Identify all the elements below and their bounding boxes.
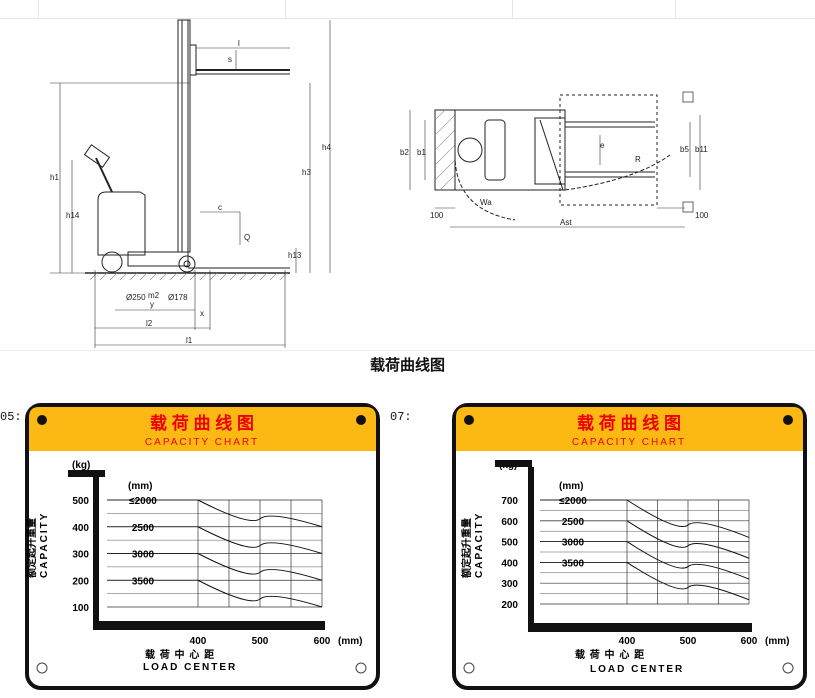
dim-Q: Q [244, 233, 250, 242]
x-tick-label: 500 [252, 636, 269, 647]
dim-h13: h13 [288, 251, 302, 260]
dim-b5: b5 [680, 145, 689, 154]
dim-Ast: Ast [560, 218, 572, 227]
chart-title-en: CAPACITY CHART [145, 437, 259, 448]
mounting-hole [355, 662, 367, 674]
y-tick-label: 300 [501, 579, 518, 590]
capacity-curve [626, 499, 750, 538]
dim-h3: h3 [302, 168, 311, 177]
dim-b11: b11 [695, 145, 708, 154]
dim-x: x [200, 309, 204, 318]
dim-l1: l1 [186, 336, 193, 345]
x-label-en: LOAD CENTER [590, 664, 684, 675]
x-tick-label: 500 [680, 636, 697, 647]
y-label-en: CAPACITY [39, 512, 50, 578]
x-label-cn: 载 荷 中 心 距 [575, 648, 645, 661]
dim-s: s [228, 55, 232, 64]
lift-height-label: 2500 [562, 517, 585, 528]
capacity-curve [626, 520, 750, 559]
divider [0, 350, 815, 351]
y-label-cn: 额定起升重量 [25, 518, 38, 578]
x-tick-label: 400 [190, 636, 207, 647]
x-unit: (mm) [765, 636, 789, 647]
chart-prefix-07: 07: [390, 410, 412, 424]
mounting-hole [37, 415, 47, 425]
capacity-curve [626, 561, 750, 601]
x-tick-label: 600 [314, 636, 331, 647]
y-label-cn: 额定起升重量 [460, 518, 473, 578]
dim-h1: h1 [50, 173, 59, 182]
dim-h14: h14 [66, 211, 80, 220]
y-tick-label: 400 [72, 523, 89, 534]
y-tick-label: 500 [72, 496, 89, 507]
dim-y: y [150, 300, 154, 309]
dim-100-left: 100 [430, 211, 444, 220]
y-label-en: CAPACITY [474, 512, 485, 578]
dim-wheel-178: Ø178 [168, 293, 188, 302]
section-title: 载荷曲线图 [369, 356, 445, 374]
y-tick-label: 500 [501, 538, 518, 549]
chart-title-en: CAPACITY CHART [572, 437, 686, 448]
mounting-hole [464, 415, 474, 425]
capacity-chart-07: 载 荷 曲 线 图 CAPACITY CHART (kg) (mm) 额定起升重… [452, 403, 807, 690]
plot-area: 100 200 300 400 500 400 500 600 ≤2000 2500 3000 350… [72, 496, 330, 647]
top-grid-strip [0, 0, 815, 19]
dim-l: l [238, 39, 240, 48]
y-tick-label: 400 [501, 558, 518, 569]
side-view-drawing: l s h1 h14 h3 h4 h13 c Q y x l2 l1 Ø250 … [50, 19, 331, 348]
mounting-hole [782, 662, 794, 674]
dim-R: R [635, 155, 641, 164]
lift-height-label: ≤2000 [559, 496, 587, 507]
mounting-hole [783, 415, 793, 425]
x-tick-label: 400 [619, 636, 636, 647]
x-unit: (mm) [338, 636, 362, 647]
y-tick-label: 100 [72, 603, 89, 614]
dim-b1: b1 [417, 148, 426, 157]
chart-title-cn: 载 荷 曲 线 图 [150, 413, 254, 433]
dim-m2: m2 [148, 291, 160, 300]
dim-c: c [218, 203, 222, 212]
top-view-drawing: b2 b1 e R b5 b11 Wa Ast 100 100 [400, 91, 709, 228]
chart-title-cn: 载 荷 曲 线 图 [577, 413, 681, 433]
chart-header-band [456, 407, 803, 451]
y-tick-label: 700 [501, 496, 518, 507]
fork-silhouette [68, 470, 325, 630]
dim-e: e [600, 141, 605, 150]
capacity-curve [197, 553, 323, 581]
dim-l2: l2 [146, 319, 153, 328]
lift-height-label: ≤2000 [129, 496, 157, 507]
dim-Wa: Wa [480, 198, 492, 207]
mounting-hole [463, 662, 475, 674]
mounting-hole [36, 662, 48, 674]
lift-height-label: 3000 [562, 538, 585, 549]
y-tick-label: 300 [72, 550, 89, 561]
height-unit: (mm) [128, 481, 152, 492]
height-unit: (mm) [559, 481, 583, 492]
capacity-curve [197, 526, 323, 554]
dim-100-right: 100 [695, 211, 709, 220]
y-unit: (kg) [72, 460, 90, 471]
dim-b2: b2 [400, 148, 409, 157]
y-tick-label: 200 [501, 600, 518, 611]
x-tick-label: 600 [741, 636, 758, 647]
x-label-cn: 载 荷 中 心 距 [145, 648, 215, 661]
y-tick-label: 600 [501, 517, 518, 528]
dim-wheel-250: Ø250 [126, 293, 146, 302]
chart-header-band [29, 407, 376, 451]
capacity-curve [626, 541, 750, 580]
mounting-hole [356, 415, 366, 425]
y-tick-label: 200 [72, 576, 89, 587]
lift-height-label: 3000 [132, 550, 155, 561]
plot-area: 200 300 400 500 600 700 400 500 600 ≤2000 2500 3000… [501, 496, 757, 647]
lift-height-label: 3500 [562, 558, 585, 569]
capacity-chart-05: 载 荷 曲 线 图 CAPACITY CHART (kg) (mm) 额定起升重… [25, 403, 380, 690]
lift-height-label: 2500 [132, 523, 155, 534]
capacity-curve [197, 579, 323, 608]
dim-h4: h4 [322, 143, 331, 152]
x-label-en: LOAD CENTER [143, 662, 237, 673]
capacity-curve [197, 499, 323, 528]
lift-height-label: 3500 [132, 576, 155, 587]
chart-prefix-05: 05: [0, 410, 22, 424]
